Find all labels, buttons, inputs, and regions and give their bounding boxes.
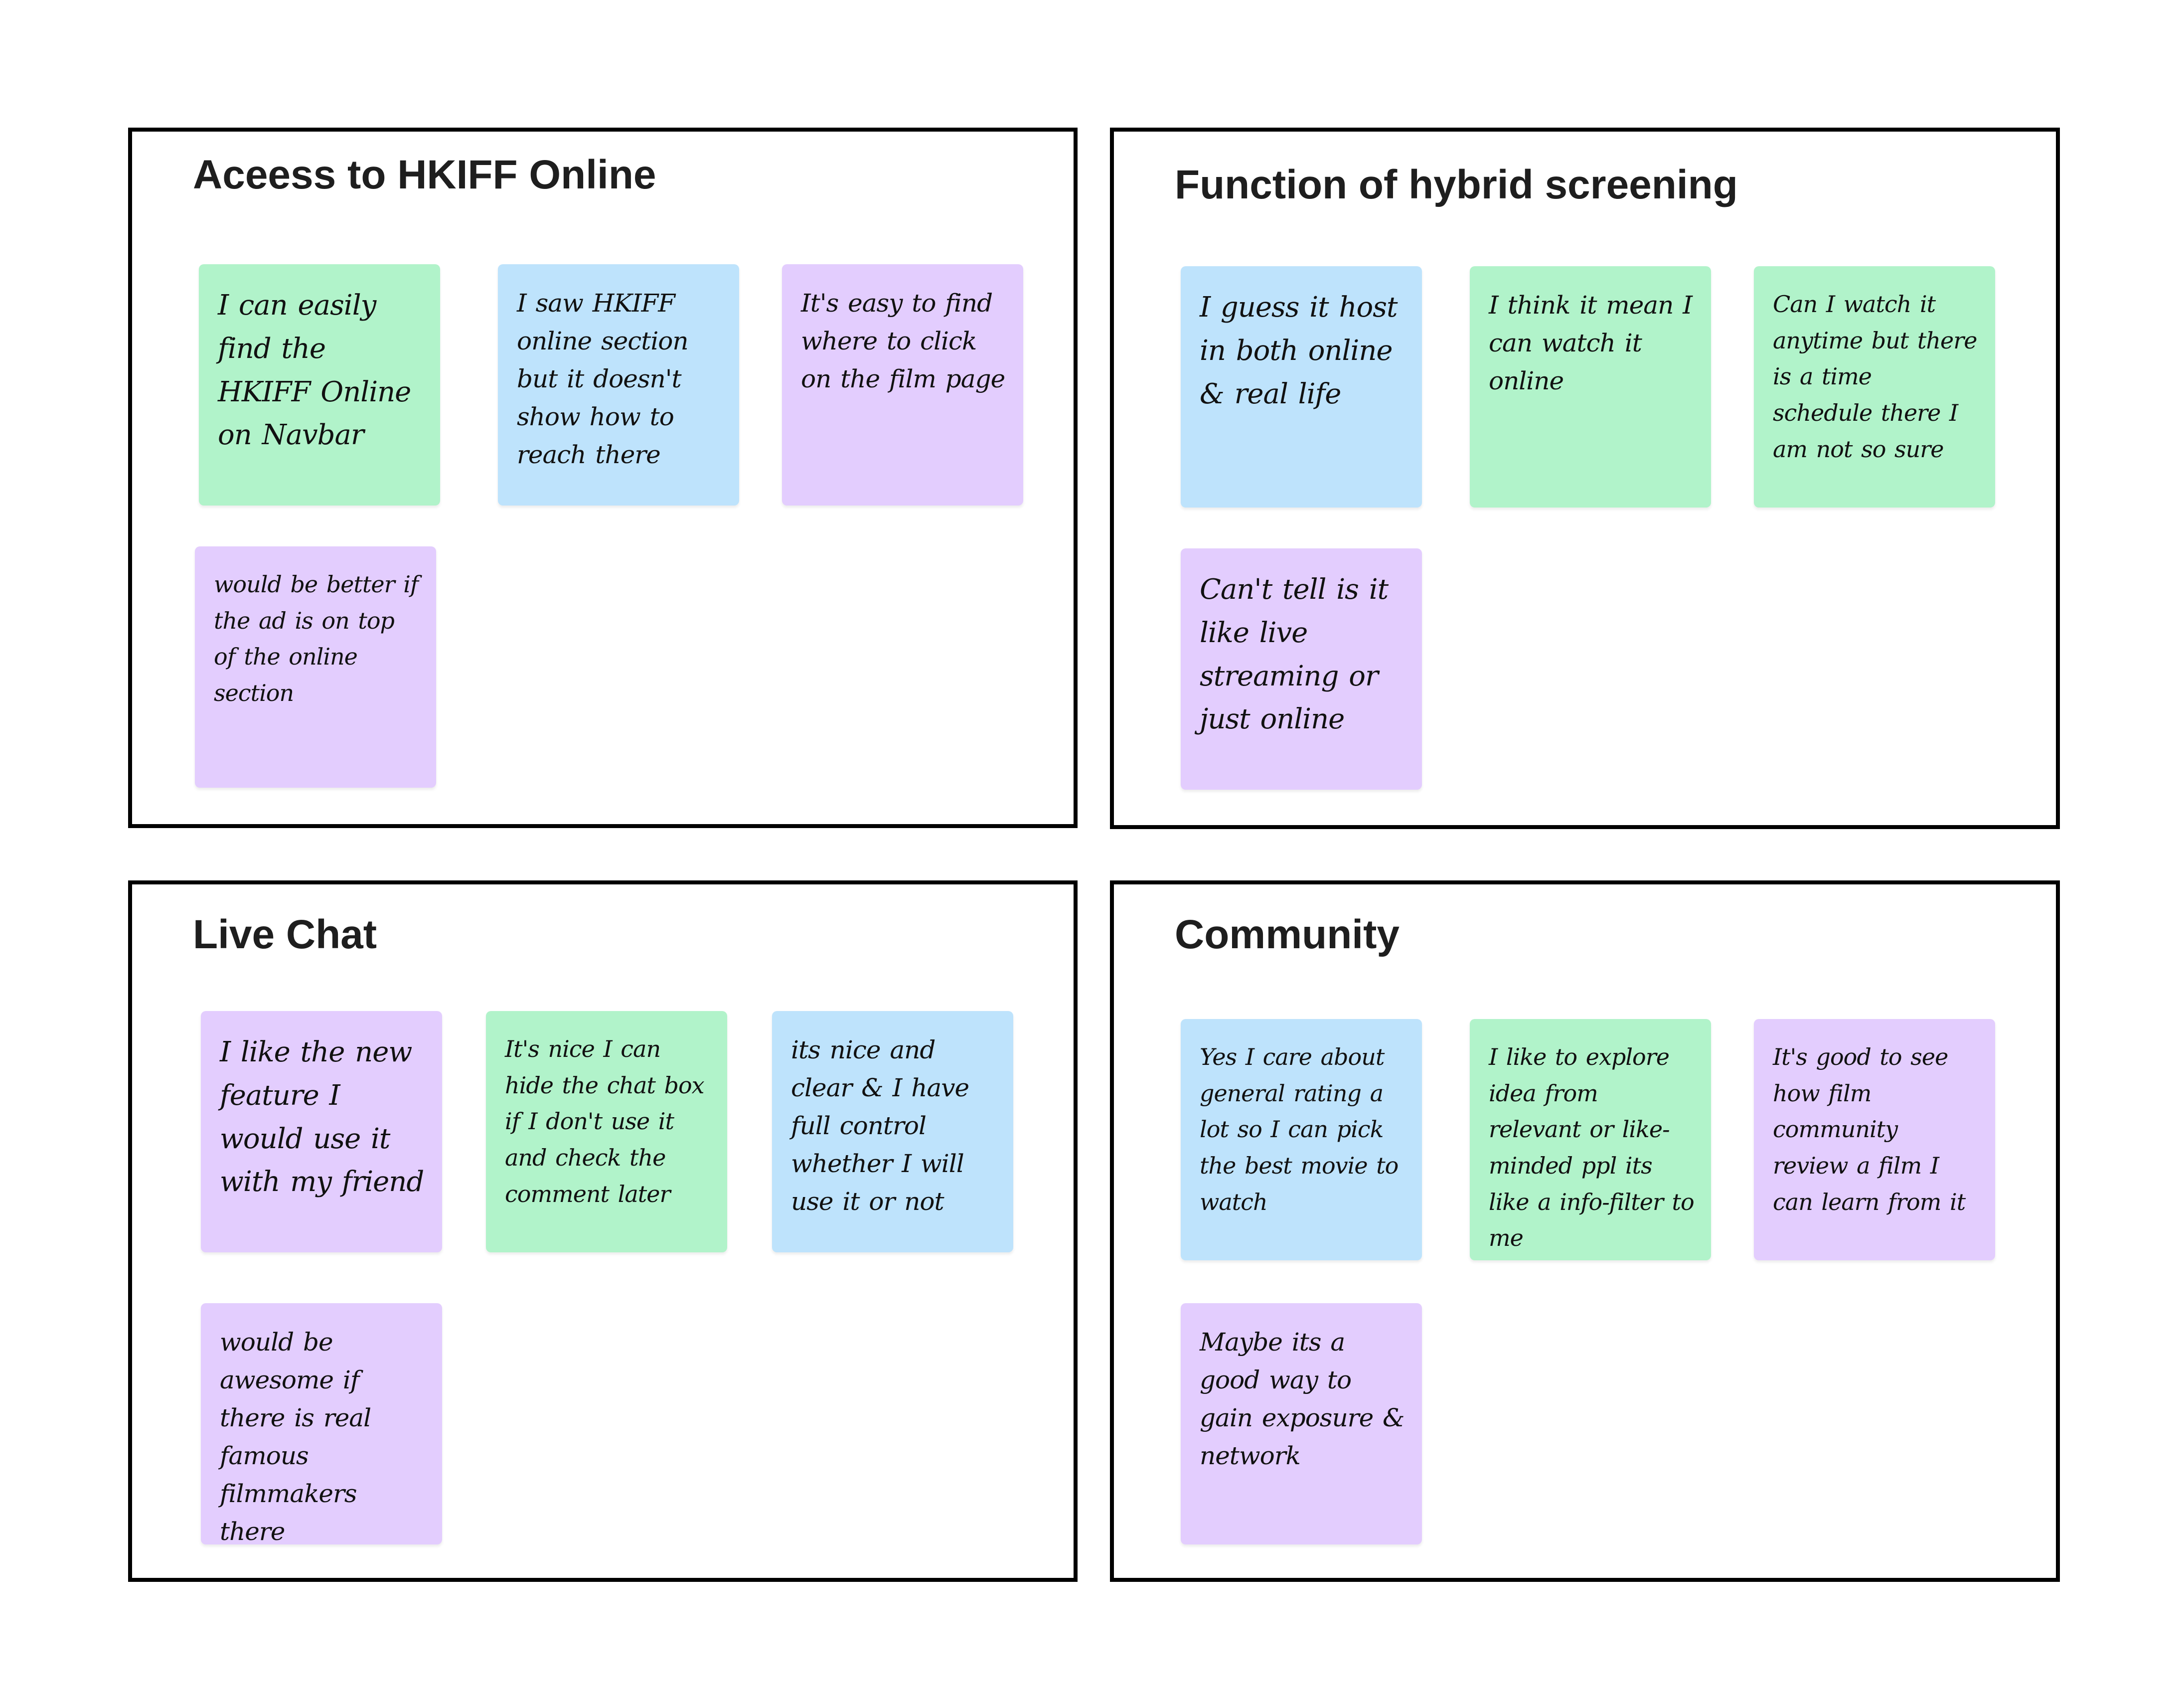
note-text: I can easily find the HKIFF Online on Na… — [218, 289, 411, 452]
board-title: Community — [1175, 912, 1400, 957]
note-text: Can't tell is it like live streaming or … — [1200, 573, 1389, 736]
sticky-note[interactable]: It's easy to find where to click on the … — [782, 264, 1023, 506]
sticky-note[interactable]: Can I watch it anytime but there is a ti… — [1754, 266, 1995, 508]
board-live-chat: Live Chat I like the new feature I would… — [128, 880, 1078, 1582]
sticky-note[interactable]: its nice and clear & I have full control… — [772, 1011, 1013, 1252]
note-text: would be awesome if there is real famous… — [220, 1328, 371, 1544]
sticky-note[interactable]: I can easily find the HKIFF Online on Na… — [199, 264, 440, 506]
note-text: Maybe its a good way to gain exposure & … — [1200, 1328, 1405, 1470]
board-hybrid-screening: Function of hybrid screening I guess it … — [1110, 128, 2060, 829]
sticky-note[interactable]: It's good to see how film community revi… — [1754, 1019, 1995, 1260]
sticky-note[interactable]: would be awesome if there is real famous… — [201, 1303, 442, 1544]
note-text: It's easy to find where to click on the … — [801, 289, 1005, 393]
board-title: Function of hybrid screening — [1175, 162, 1738, 207]
sticky-note[interactable]: It's nice I can hide the chat box if I d… — [486, 1011, 727, 1252]
note-text: I saw HKIFF online section but it doesn'… — [517, 289, 689, 469]
board-title: Live Chat — [193, 912, 377, 957]
sticky-note[interactable]: I think it mean I can watch it online — [1470, 266, 1711, 508]
sticky-note[interactable]: I saw HKIFF online section but it doesn'… — [498, 264, 739, 506]
note-text: I like to explore idea from relevant or … — [1489, 1043, 1695, 1252]
sticky-note[interactable]: would be better if the ad is on top of t… — [195, 546, 436, 788]
note-text: I like the new feature I would use it wi… — [220, 1036, 424, 1198]
sticky-note[interactable]: Can't tell is it like live streaming or … — [1181, 548, 1422, 790]
sticky-note[interactable]: I guess it host in both online & real li… — [1181, 266, 1422, 508]
sticky-note[interactable]: I like the new feature I would use it wi… — [201, 1011, 442, 1252]
sticky-note[interactable]: I like to explore idea from relevant or … — [1470, 1019, 1711, 1260]
sticky-note[interactable]: Yes I care about general rating a lot so… — [1181, 1019, 1422, 1260]
note-text: It's nice I can hide the chat box if I d… — [505, 1035, 705, 1207]
note-text: I think it mean I can watch it online — [1489, 291, 1693, 395]
board-access-hkiff-online: Aceess to HKIFF Online I can easily find… — [128, 128, 1078, 828]
note-text: Yes I care about general rating a lot so… — [1200, 1043, 1399, 1215]
sticky-note[interactable]: Maybe its a good way to gain exposure & … — [1181, 1303, 1422, 1544]
note-text: It's good to see how film community revi… — [1773, 1043, 1966, 1215]
note-text: its nice and clear & I have full control… — [791, 1035, 969, 1216]
board-title: Aceess to HKIFF Online — [193, 152, 656, 197]
board-community: Community Yes I care about general ratin… — [1110, 880, 2060, 1582]
note-text: Can I watch it anytime but there is a ti… — [1773, 291, 1977, 463]
note-text: would be better if the ad is on top of t… — [214, 571, 419, 707]
note-text: I guess it host in both online & real li… — [1200, 291, 1398, 410]
